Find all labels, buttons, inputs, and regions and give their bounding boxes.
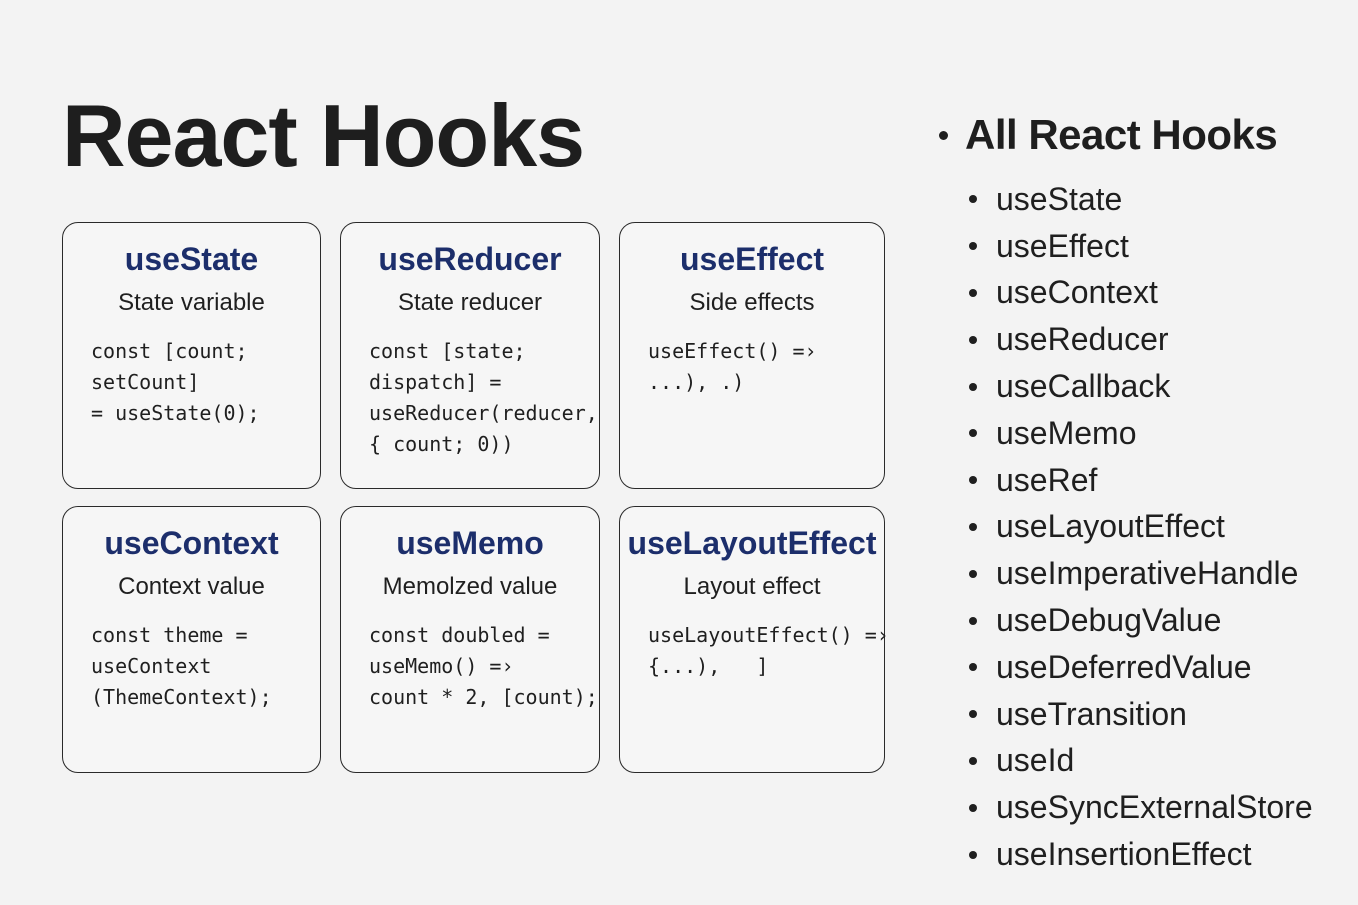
bullet-icon — [969, 710, 977, 719]
bullet-icon — [969, 616, 977, 625]
card-code-example: useEffect() =› ...), .) — [648, 339, 817, 394]
card-hook-description: Layout effect — [683, 573, 821, 600]
bullet-icon — [969, 242, 977, 251]
hook-item-label: useImperativeHandle — [996, 555, 1299, 592]
list-item: useRef — [936, 457, 1346, 504]
hook-item-label: useContext — [996, 274, 1158, 311]
card-hook-name: useEffect — [679, 241, 825, 277]
card-code-example: const [state; dispatch] = useReducer(red… — [369, 339, 598, 456]
hook-item-label: useReducer — [996, 321, 1169, 358]
card-hook-description: State reducer — [397, 289, 543, 316]
hook-item-label: useCallback — [996, 368, 1171, 405]
list-item: useCallback — [936, 363, 1346, 410]
card-code-example: useLayoutEffect() =› {...), ] — [648, 623, 889, 678]
bullet-icon — [969, 663, 977, 672]
all-hooks-section: All React Hooks useState useEffect useCo… — [936, 110, 1346, 878]
hook-item-label: useSyncExternalStore — [996, 789, 1313, 826]
list-item: useDeferredValue — [936, 644, 1346, 691]
list-item: useMemo — [936, 410, 1346, 457]
bullet-icon — [969, 335, 977, 344]
bullet-icon — [969, 522, 977, 531]
card-hook-name: useReducer — [378, 241, 562, 277]
hook-item-label: useLayoutEffect — [996, 508, 1225, 545]
hook-item-label: useDeferredValue — [996, 648, 1252, 685]
list-item: useDebugValue — [936, 597, 1346, 644]
bullet-icon — [969, 288, 977, 297]
bullet-icon — [969, 569, 977, 578]
list-item: useReducer — [936, 316, 1346, 363]
bullet-icon — [969, 756, 977, 765]
list-item: useEffect — [936, 223, 1346, 270]
card-hook-name: useLayoutEffect — [627, 525, 877, 561]
list-item: useLayoutEffect — [936, 504, 1346, 551]
card-hook-description: State variable — [118, 289, 265, 316]
hook-item-label: useDebugValue — [996, 602, 1222, 639]
card-hook-description: Memolzed value — [382, 573, 558, 600]
bullet-icon — [939, 130, 948, 140]
bullet-icon — [969, 850, 977, 859]
bullet-icon — [969, 195, 977, 204]
card-hook-name: useMemo — [396, 525, 544, 561]
hook-card-usereducer: useReducer State reducer const [state; d… — [340, 222, 600, 489]
page-title: React Hooks — [62, 86, 585, 185]
card-code-example: const theme = useContext (ThemeContext); — [91, 623, 272, 709]
hook-item-label: useMemo — [996, 414, 1137, 451]
hook-card-uselayouteffect: useLayoutEffect Layout effect useLayoutE… — [619, 506, 889, 773]
list-item: useId — [936, 738, 1346, 785]
card-hook-description: Context value — [118, 573, 265, 600]
list-item: useInsertionEffect — [936, 831, 1346, 878]
card-hook-description: Side effects — [689, 289, 815, 316]
bullet-icon — [969, 382, 977, 391]
bullet-icon — [969, 476, 977, 485]
all-hooks-heading-text: All React Hooks — [965, 111, 1278, 158]
hook-item-label: useRef — [996, 461, 1098, 498]
list-item: useImperativeHandle — [936, 550, 1346, 597]
card-hook-name: useState — [124, 241, 259, 277]
hook-item-label: useTransition — [996, 695, 1187, 732]
hook-card-usecontext: useContext Context value const theme = u… — [62, 506, 321, 773]
hook-item-label: useInsertionEffect — [996, 836, 1252, 873]
bullet-icon — [969, 429, 977, 438]
list-item: useContext — [936, 270, 1346, 317]
hook-item-label: useEffect — [996, 227, 1129, 264]
list-item: useSyncExternalStore — [936, 784, 1346, 831]
hook-card-usestate: useState State variable const [count; se… — [62, 222, 321, 489]
hook-card-useeffect: useEffect Side effects useEffect() =› ..… — [619, 222, 885, 489]
card-code-example: const [count; setCount] = useState(0); — [91, 339, 260, 425]
all-hooks-list: useState useEffect useContext useReducer… — [936, 176, 1346, 878]
card-code-example: const doubled = useMemo() =› count * 2, … — [369, 623, 598, 709]
bullet-icon — [969, 803, 977, 812]
list-item: useTransition — [936, 691, 1346, 738]
hook-item-label: useState — [996, 180, 1123, 217]
card-hook-name: useContext — [104, 525, 279, 561]
all-hooks-heading: All React Hooks — [936, 110, 1346, 160]
hook-item-label: useId — [996, 742, 1075, 779]
hook-card-usememo: useMemo Memolzed value const doubled = u… — [340, 506, 600, 773]
list-item: useState — [936, 176, 1346, 223]
